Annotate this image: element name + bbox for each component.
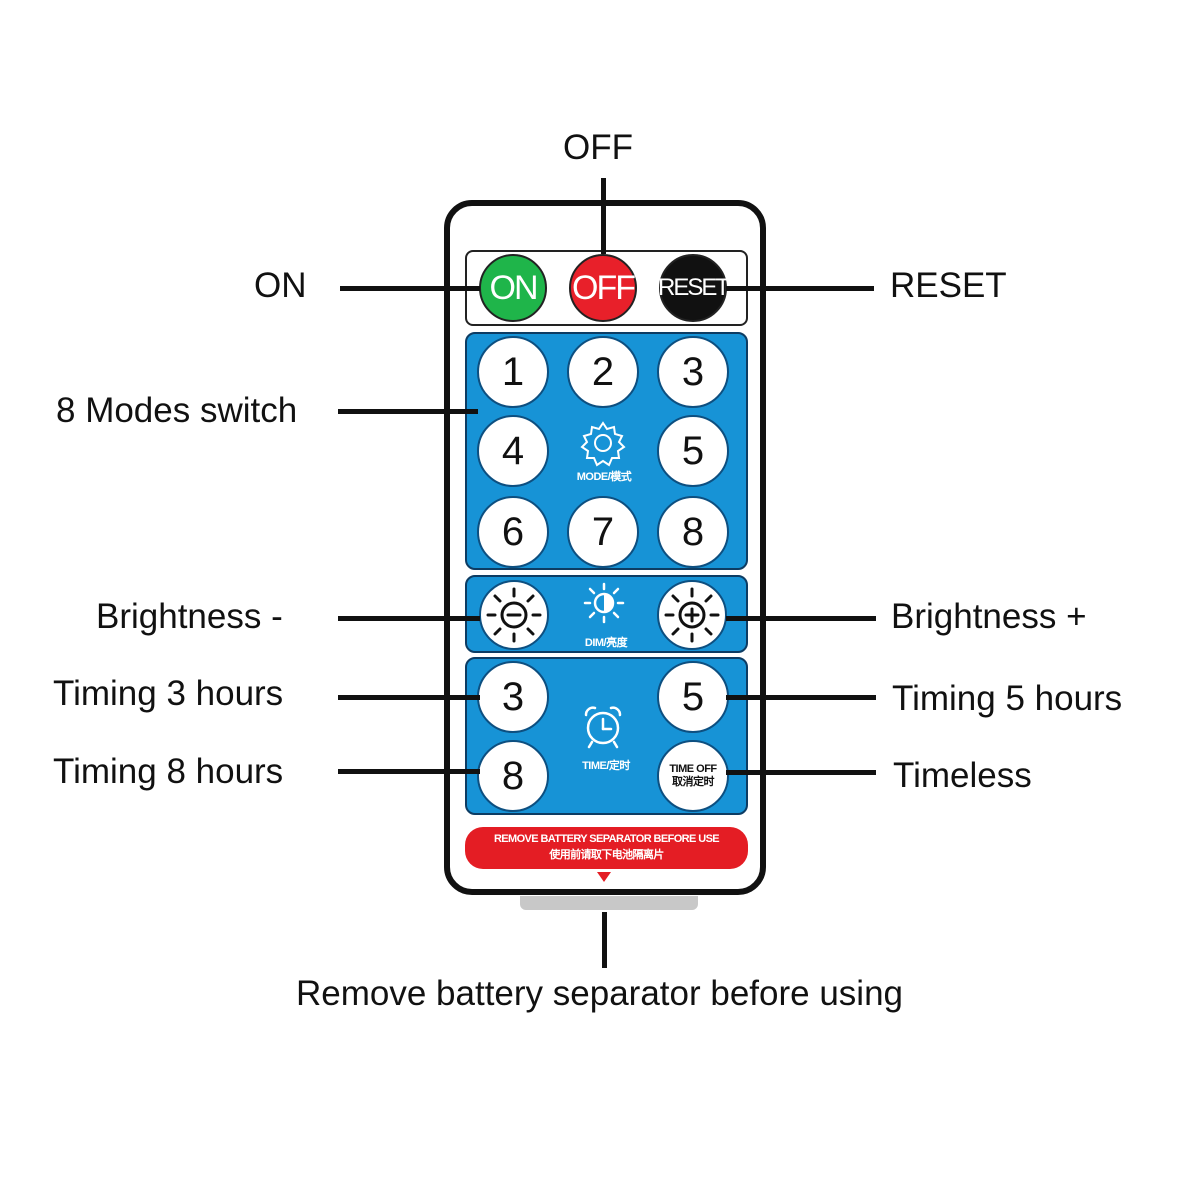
timer-3h-button[interactable]: 3: [477, 661, 549, 733]
callout-timing-8: Timing 8 hours: [53, 752, 284, 791]
reset-button[interactable]: RESET: [658, 254, 730, 322]
callout-off: OFF: [563, 128, 633, 167]
callout-brightness-minus: Brightness -: [96, 597, 283, 636]
arrow-down-icon: [597, 872, 611, 882]
leader-line-reset: [726, 286, 874, 291]
timer-center-label: TIME/定时: [582, 760, 630, 772]
callout-reset: RESET: [890, 266, 1007, 305]
battery-warning-strip: REMOVE BATTERY SEPARATOR BEFORE USE 使用前请…: [465, 827, 748, 869]
dim-center-label: DIM/亮度: [584, 637, 628, 649]
brightness-plus-button[interactable]: [657, 580, 727, 650]
leader-line-off: [601, 178, 606, 254]
leader-line-timeless: [726, 770, 876, 775]
mode-button-2[interactable]: 2: [567, 336, 639, 408]
timer-button-label: 8: [501, 753, 525, 798]
mode-button-4[interactable]: 4: [477, 415, 549, 487]
timer-button-label: 5: [681, 674, 705, 719]
leader-line-timing-8: [338, 769, 480, 774]
battery-separator-tab[interactable]: [520, 896, 698, 910]
mode-button-1[interactable]: 1: [477, 336, 549, 408]
mode-button-label: 8: [681, 509, 705, 554]
timer-button-label: 3: [501, 674, 525, 719]
gear-icon: [578, 418, 628, 468]
timer-5h-button[interactable]: 5: [657, 661, 729, 733]
timer-off-label-cn: 取消定时: [672, 776, 715, 788]
leader-line-brightness-minus: [338, 616, 480, 621]
brightness-minus-button[interactable]: [479, 580, 549, 650]
warning-text-en: REMOVE BATTERY SEPARATOR BEFORE USE: [493, 833, 720, 845]
off-button[interactable]: OFF: [569, 254, 637, 322]
mode-button-label: 5: [681, 428, 705, 473]
alarm-clock-icon: [581, 703, 625, 751]
leader-line-timing-3: [338, 695, 480, 700]
leader-line-timing-5: [726, 695, 876, 700]
callout-timing-5: Timing 5 hours: [892, 679, 1123, 718]
off-button-label: OFF: [572, 268, 636, 307]
mode-button-label: 2: [591, 349, 615, 394]
leader-line-brightness-plus: [726, 616, 876, 621]
timer-off-label-en: TIME OFF: [669, 763, 717, 775]
mode-button-label: 7: [591, 509, 615, 554]
timer-off-button[interactable]: TIME OFF 取消定时: [657, 740, 729, 812]
timer-8h-button[interactable]: 8: [477, 740, 549, 812]
mode-button-label: 3: [681, 349, 705, 394]
callout-brightness-plus: Brightness +: [891, 597, 1087, 636]
mode-button-3[interactable]: 3: [657, 336, 729, 408]
sun-minus-icon: [486, 587, 542, 643]
mode-button-5[interactable]: 5: [657, 415, 729, 487]
leader-line-battery: [602, 912, 607, 968]
mode-center-label: MODE/模式: [576, 471, 632, 483]
leader-line-modes: [338, 409, 478, 414]
callout-timing-3: Timing 3 hours: [53, 674, 284, 713]
warning-text-cn: 使用前请取下电池隔离片: [549, 849, 664, 861]
brightness-icon: [582, 581, 626, 625]
mode-button-6[interactable]: 6: [477, 496, 549, 568]
leader-line-on: [340, 286, 480, 291]
on-button[interactable]: ON: [479, 254, 547, 322]
callout-battery: Remove battery separator before using: [296, 974, 903, 1013]
mode-button-8[interactable]: 8: [657, 496, 729, 568]
mode-button-7[interactable]: 7: [567, 496, 639, 568]
mode-button-label: 4: [501, 428, 525, 473]
callout-modes: 8 Modes switch: [56, 391, 298, 430]
mode-button-label: 6: [501, 509, 525, 554]
on-button-label: ON: [489, 268, 539, 307]
callout-timeless: Timeless: [893, 756, 1032, 795]
sun-plus-icon: [664, 587, 720, 643]
reset-button-label: RESET: [658, 274, 730, 301]
callout-on: ON: [254, 266, 307, 305]
mode-button-label: 1: [501, 349, 525, 394]
